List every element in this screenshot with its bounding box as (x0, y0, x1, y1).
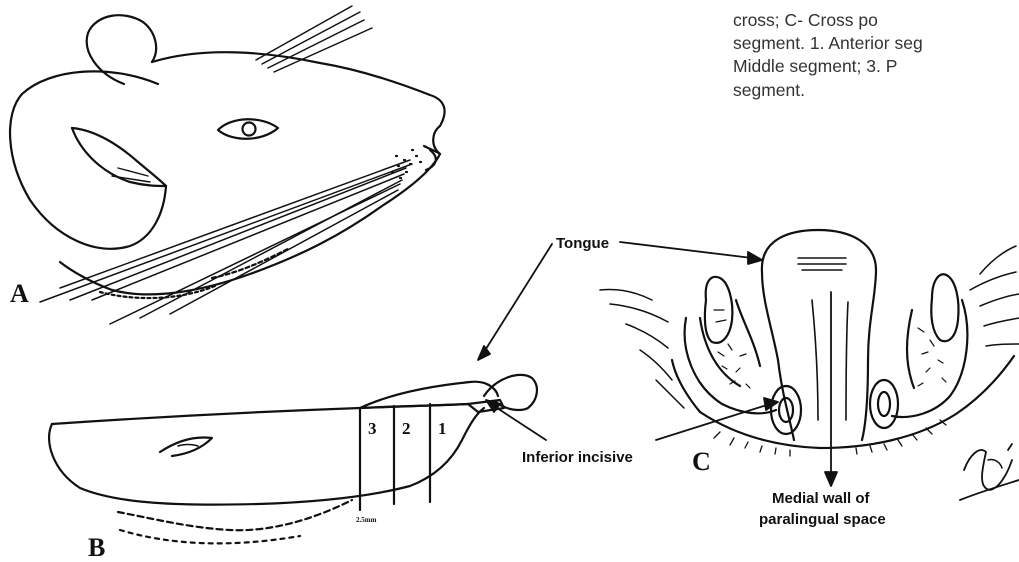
arrow-incisive-to-c (656, 404, 770, 440)
panel-label-a: A (10, 279, 29, 308)
jaw-sagittal-drawing (49, 375, 537, 544)
panel-label-c: C (692, 447, 711, 476)
arrowhead-medial-wall (825, 472, 837, 486)
arrowhead-tongue-c (748, 252, 762, 264)
label-medial-wall-line2: paralingual space (759, 511, 886, 528)
scale-bar-label: 2.5mm (356, 516, 377, 524)
arrow-tongue-to-c (620, 242, 752, 258)
segment-label-3: 3 (368, 419, 377, 438)
label-tongue: Tongue (556, 235, 609, 252)
mouse-head-drawing (10, 6, 445, 324)
arrow-tongue-to-b (484, 244, 552, 352)
segment-label-1: 1 (438, 419, 447, 438)
panel-label-b: B (88, 533, 105, 562)
cross-section-drawing (600, 230, 1019, 500)
label-inferior-incisive: Inferior incisive (522, 449, 633, 466)
arrowhead-tongue-b (478, 346, 490, 360)
segment-label-2: 2 (402, 419, 411, 438)
label-medial-wall-line1: Medial wall of (772, 490, 871, 507)
